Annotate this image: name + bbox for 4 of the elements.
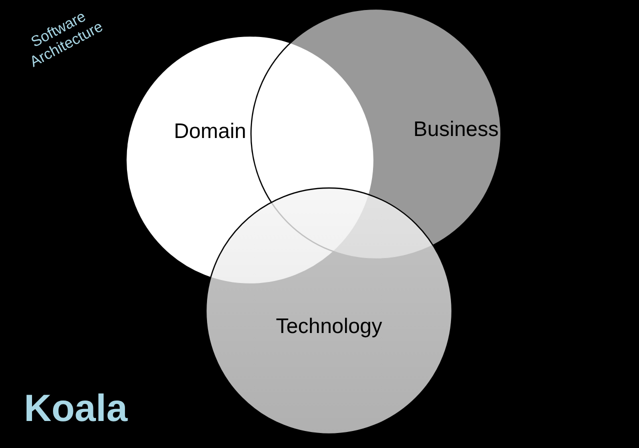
circle-label: Technology (276, 315, 382, 338)
circle-label: Domain (174, 120, 246, 143)
circle-label: Business (413, 118, 499, 141)
framework-title: Koala (24, 388, 128, 431)
